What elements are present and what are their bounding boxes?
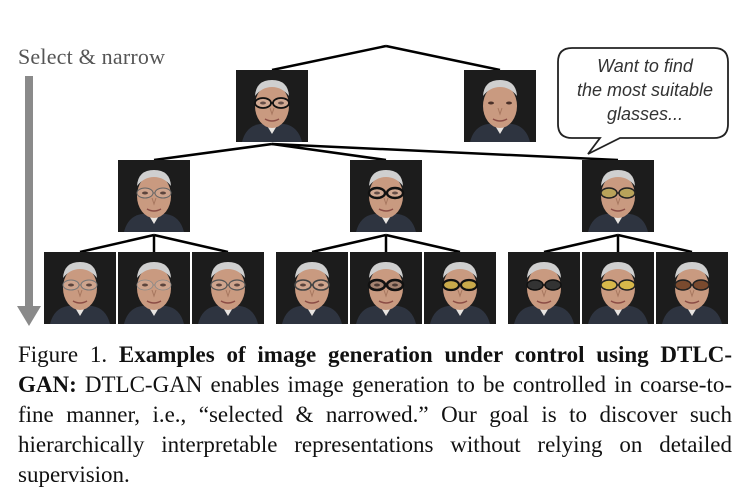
face-image (582, 160, 654, 232)
face-image (236, 70, 308, 142)
glasses-icon (600, 279, 636, 291)
face-image (350, 252, 422, 324)
glasses-icon (600, 187, 636, 199)
narrow-arrow-shaft (25, 76, 33, 316)
caption-text: DTLC-GAN enables image generation to be … (18, 372, 733, 487)
glasses-icon (62, 279, 98, 291)
face-image (464, 70, 536, 142)
speech-bubble-text: Want to find the most suitable glasses..… (560, 54, 730, 126)
face-image (508, 252, 580, 324)
glasses-icon (136, 187, 172, 199)
caption-label: Figure 1. (18, 342, 108, 367)
face-image (118, 160, 190, 232)
tree-edges (79, 44, 693, 254)
speech-bubble (557, 47, 729, 155)
face-image (656, 252, 728, 324)
face-image (44, 252, 116, 324)
narrow-arrow-head (17, 306, 41, 326)
glasses-icon (254, 97, 290, 109)
face-image (582, 252, 654, 324)
glasses-icon (294, 279, 330, 291)
face-image (276, 252, 348, 324)
glasses-icon (441, 278, 479, 292)
figure: Select & narrow Want to find the most su… (17, 44, 730, 326)
face-image (424, 252, 496, 324)
bubble-line: the most suitable (576, 80, 714, 100)
glasses-icon (367, 278, 405, 292)
glasses-icon (526, 279, 562, 291)
bubble-line: Want to find (597, 56, 693, 76)
face-image (192, 252, 264, 324)
face-image (118, 252, 190, 324)
figure-caption: Figure 1. Examples of image generation u… (18, 340, 732, 490)
glasses-icon (674, 279, 710, 291)
tree-diagram (17, 44, 729, 326)
select-narrow-label: Select & narrow (18, 44, 166, 69)
face-image (350, 160, 422, 232)
glasses-icon (210, 279, 246, 291)
caption-bold: Examples of image generation under contr… (18, 342, 732, 397)
glasses-icon (136, 279, 172, 291)
glasses-icon (367, 186, 405, 200)
bubble-line: glasses... (606, 104, 684, 124)
